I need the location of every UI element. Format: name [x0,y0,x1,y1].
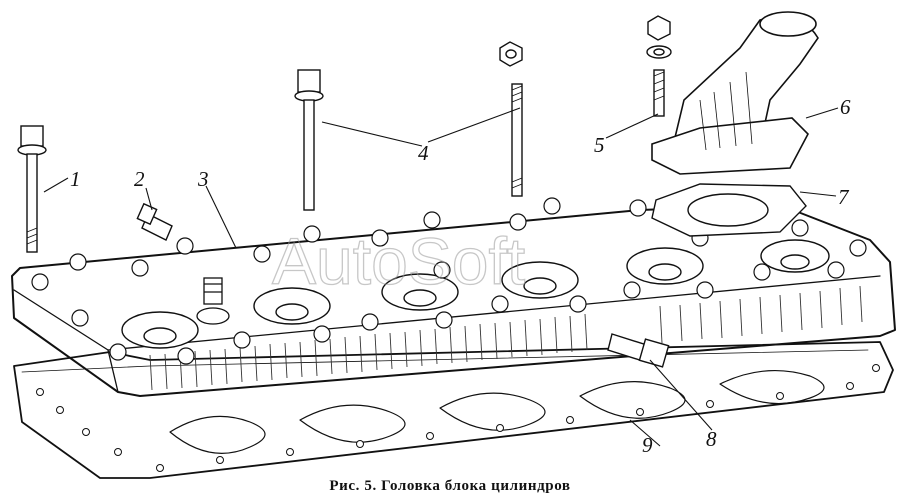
callout-5: 5 [594,133,605,157]
callout-3: 3 [197,167,209,191]
figure-caption: Рис. 5. Головка блока цилиндров [329,478,571,494]
combustion-chambers [121,239,830,349]
water-outlet-pipe [651,11,819,175]
loose-plug [136,202,173,241]
stud-4 [499,41,523,197]
outlet-gasket [651,183,807,237]
gasket-cylinder-openings [169,369,825,454]
watermark-text: AutoSoft [272,224,525,298]
stud-5 [646,15,672,117]
callout-6: 6 [840,95,851,119]
bolt-4 [294,69,324,211]
callout-1: 1 [70,167,81,191]
callout-2: 2 [134,167,145,191]
callout-8: 8 [706,427,717,451]
gasket-bolt-holes [36,364,880,472]
leader-lines [43,107,839,447]
callout-7: 7 [838,185,850,209]
head-gasket [13,341,894,479]
side-plug [607,333,670,368]
bolt-1 [17,125,47,253]
callout-labels: 1 2 3 4 5 6 7 8 9 [70,95,851,457]
head-bolt-bosses [31,197,867,365]
callout-4: 4 [418,141,429,165]
top-plug [196,277,230,325]
callout-9: 9 [642,433,653,457]
cylinder-head [11,197,896,397]
